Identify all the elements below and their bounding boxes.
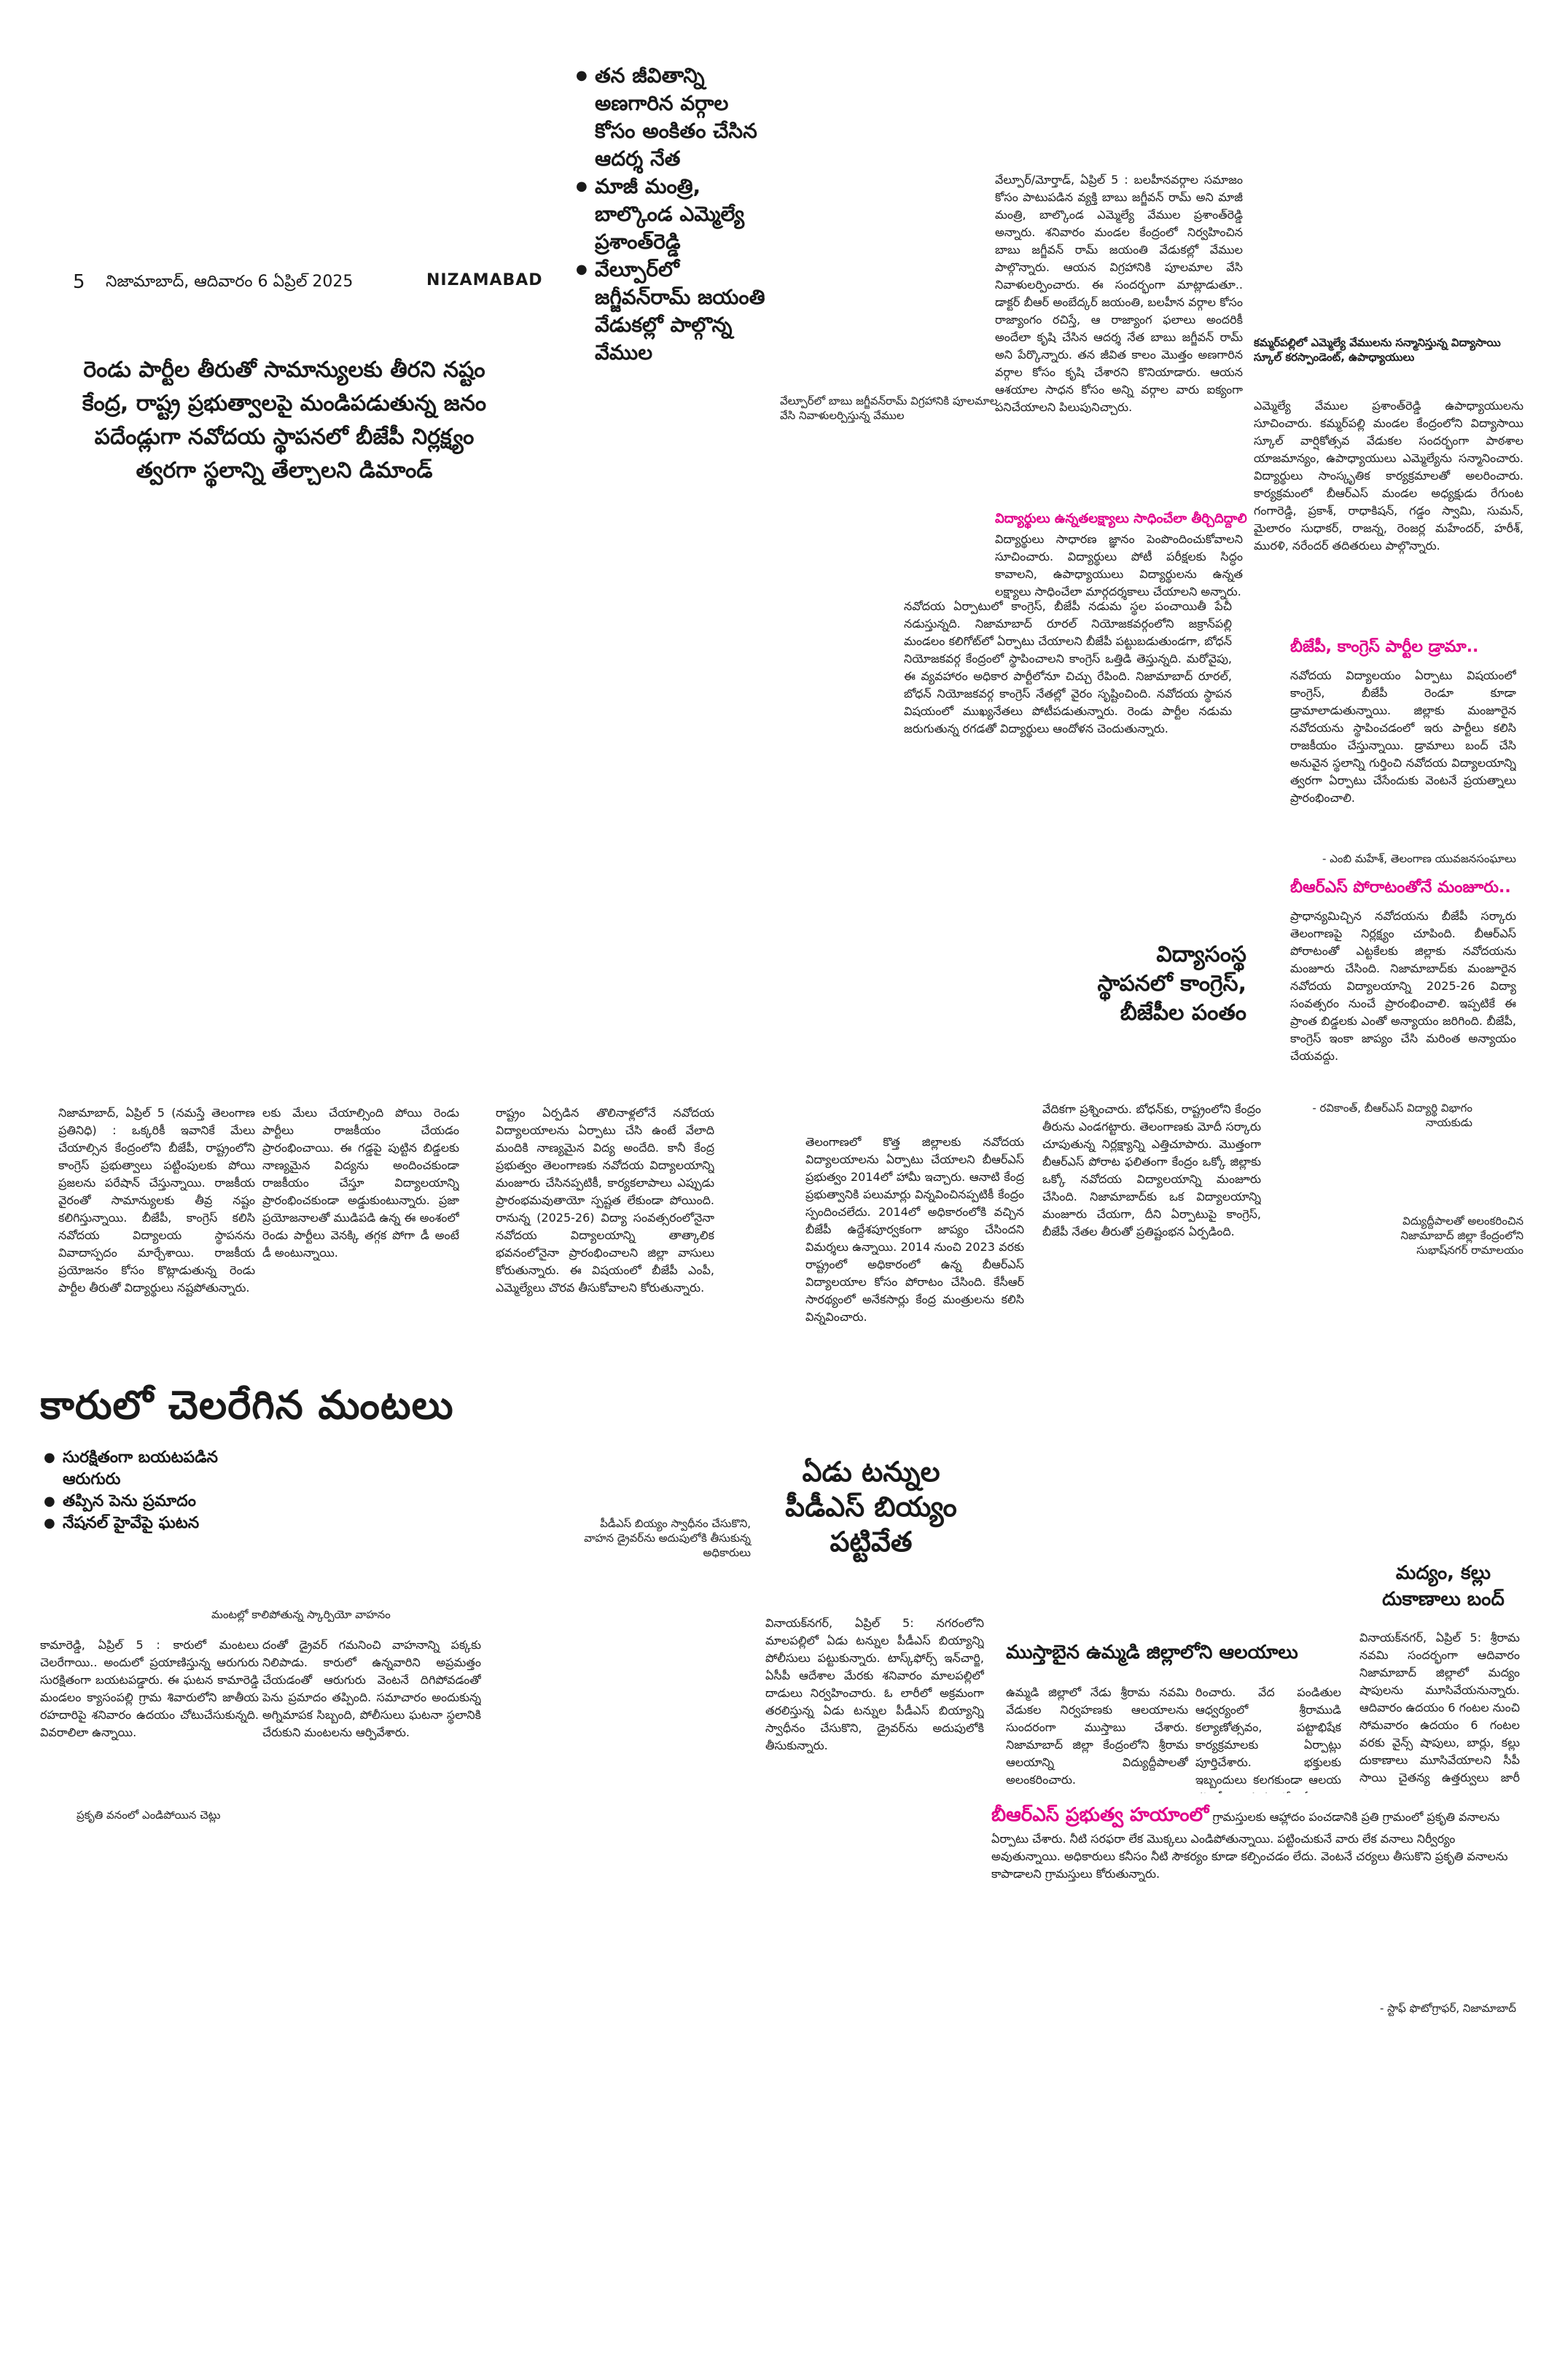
side-headline: విద్యాసంస్థ స్థాపనలో కాంగ్రెస్, బీజేపీల … [1097, 942, 1246, 1026]
brs-title: బీఆర్ఎస్ ప్రభుత్వ హయాంలో [991, 1804, 1209, 1826]
main-headline: రెండు పార్టీల తీరుతో సామాన్యులకు తీరని న… [82, 357, 487, 483]
photo-caption: కమ్మర్‌పల్లిలో ఎమ్మెల్యే వేములను సన్మాని… [1254, 336, 1501, 364]
article-body: రించారు. వేద పండితుల ఆధ్వర్యంలో శ్రీరాము… [1195, 1685, 1341, 1793]
quote-body: ప్రాధాన్యమిచ్చిన నవోదయను బీజేపీ సర్కారు … [1290, 909, 1516, 1063]
story-bullets: తన జీవితాన్ని అణగారిన వర్గాల కోసం అంకితం… [576, 62, 765, 367]
quote-title: బీఆర్ఎస్ పోరాటంతోనే మంజూరు.. [1290, 878, 1511, 897]
accident-headline: కారులో చెలరేగిన మంటలు [40, 1382, 454, 1428]
liquor-headline: మద్యం, కల్లు దుకాణాలు బంద్ [1382, 1562, 1505, 1610]
article-body: తెలంగాణలో కొత్త జిల్లాలకు నవోదయ విద్యాలయ… [805, 1135, 1024, 1324]
rice-headline: ఏడు టన్నుల పీడీఎస్ బియ్యం పట్టివేత [785, 1456, 957, 1558]
article-body: దంతో డ్రైవర్ గమనించి వాహనాన్ని పక్కకు ని… [262, 1638, 481, 1739]
article-body: ఉమ్మడి జిల్లాలో నేడు శ్రీరామ నవమి వేడుకల… [1006, 1685, 1188, 1787]
bullet-item: సురక్షితంగా బయటపడిన ఆరుగురు [44, 1447, 219, 1491]
temples-headline: ముస్తాబైన ఉమ్మడి జిల్లాలోని ఆలయాలు [1006, 1642, 1298, 1663]
date-line: నిజామాబాద్, ఆదివారం 6 ఏప్రిల్ 2025 [106, 273, 354, 291]
article-body: వినాయక్‌నగర్, ఏప్రిల్ 5: శ్రీరామ నవమి సం… [1359, 1631, 1520, 1790]
photo-caption: మంటల్లో కాలిపోతున్న స్కార్పియో వాహనం [211, 1608, 391, 1621]
article-body: వేదికగా ప్రశ్నించారు. బోధన్‌కు, రాష్ట్రం… [1042, 1102, 1261, 1238]
photo-caption: ప్రకృతి వనంలో ఎండిపోయిన చెట్లు [77, 1809, 221, 1822]
brs-body: గ్రామస్తులకు ఆహ్లాదం పంచడానికి ప్రతి గ్ర… [991, 1810, 1512, 1881]
article-body: లకు మేలు చేయాల్సింది పోయి రెండు పార్టీలు… [262, 1106, 459, 1260]
brs-byline: - స్టాఫ్ ఫొటోగ్రాఫర్, నిజామాబాద్ [1379, 2002, 1516, 2015]
quote-title: బీజేపీ, కాంగ్రెస్ పార్టీల డ్రామా.. [1290, 638, 1479, 656]
article-body: నిజామాబాద్, ఏప్రిల్ 5 (నమస్తే తెలంగాణ ప్… [58, 1106, 255, 1295]
photo-caption: వేల్పూర్‌లో బాబు జగ్జీవన్‌రామ్ విగ్రహాని… [780, 394, 998, 422]
bullet-item: తన జీవితాన్ని అణగారిన వర్గాల కోసం అంకితం… [576, 62, 765, 173]
photo-caption: విద్యుద్దీపాలతో అలంకరించిన నిజామాబాద్ జి… [1400, 1214, 1523, 1257]
article-body: నవోదయ ఏర్పాటులో కాంగ్రెస్, బీజేపీ నడుమ స… [904, 599, 1232, 736]
quote-body: నవోదయ విద్యాలయం ఏర్పాటు విషయంలో కాంగ్రెస… [1290, 668, 1516, 805]
accident-bullets: సురక్షితంగా బయటపడిన ఆరుగురు తప్పిన పెను … [44, 1447, 219, 1534]
article-body: రాష్ట్రం ఏర్పడిన తొలినాళ్లలోనే నవోదయ విద… [496, 1106, 714, 1295]
brs-block: బీఆర్ఎస్ ప్రభుత్వ హయాంలో గ్రామస్తులకు ఆహ… [991, 1804, 1516, 1883]
article-body: విద్యార్థులు సాధారణ జ్ఞానం పెంపొందించుకో… [995, 532, 1243, 598]
page-number: 5 [73, 271, 85, 293]
article-body: వినాయక్‌నగర్, ఏప్రిల్ 5: నగరంలోని మాలపల్… [765, 1616, 984, 1752]
quote-byline: - ఎంబి మహేశ్, తెలంగాణ యువజనసంఘాలు [1322, 852, 1516, 865]
bullet-item: నేషనల్ హైవేపై ఘటన [44, 1513, 219, 1534]
bullet-item: మాజీ మంత్రి, బాల్కొండ ఎమ్మెల్యే ప్రశాంత్… [576, 173, 765, 256]
sub-headline: విద్యార్థులు ఉన్నతలక్ష్యాలు సాధించేలా తీ… [995, 511, 1247, 526]
section-name: NIZAMABAD [426, 271, 543, 289]
bullet-item: వేల్పూర్‌లో జగ్జీవన్‌రామ్ జయంతి వేడుకల్ల… [576, 256, 765, 367]
article-body: కామారెడ్డి, ఏప్రిల్ 5 : కారులో మంటలు చెల… [40, 1638, 259, 1739]
bullet-item: తప్పిన పెను ప్రమాదం [44, 1491, 219, 1513]
article-body: ఎమ్మెల్యే వేముల ప్రశాంత్‌రెడ్డి ఉపాధ్యాయ… [1254, 399, 1523, 553]
article-body: వేల్పూర్/మోర్తాడ్, ఏప్రిల్ 5 : బలహీనవర్గ… [995, 173, 1243, 414]
photo-caption: పీడీఎస్ బియ్యం స్వాధీనం చేసుకొని, వాహన డ… [584, 1517, 751, 1559]
quote-byline: - రవికాంత్, బీఆర్ఎస్ విద్యార్థి విభాగం న… [1312, 1101, 1472, 1129]
